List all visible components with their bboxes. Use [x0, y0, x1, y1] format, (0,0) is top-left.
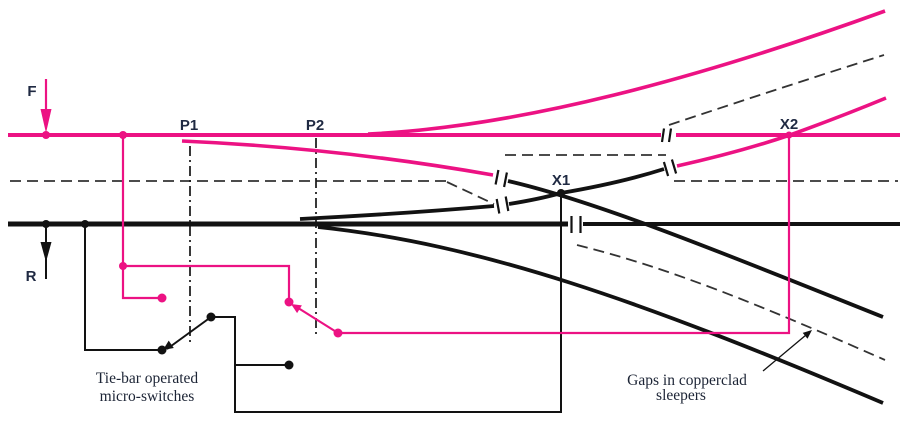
frog-rail-ascending-black	[508, 167, 665, 206]
centerline-lower-branch	[576, 244, 886, 361]
insulating-gaps	[494, 128, 678, 233]
feed-arrowhead-icon	[40, 109, 52, 133]
point-blade-p2-black	[299, 204, 495, 221]
return-tap-dot	[81, 220, 89, 228]
wire-feed-to-switch2-contact	[123, 264, 291, 302]
label-point-p2: P2	[306, 117, 324, 134]
frog-rail-descending-black	[507, 179, 884, 319]
label-crossing-x1: X1	[552, 172, 570, 189]
gaps-annotation-arrow-shaft	[762, 334, 807, 372]
annotation-microswitches-line2: micro-switches	[100, 388, 195, 405]
centerline-diagonal-left	[446, 181, 495, 205]
point-blade-p1-pink	[181, 139, 494, 177]
return-wiring	[40, 193, 562, 413]
gaps-annotation-arrowhead-icon	[802, 330, 812, 339]
switch2-feed-contact-dot	[284, 297, 294, 307]
switch1-return-contact-dot	[157, 345, 167, 355]
wire-feed-to-switch1-contact	[121, 266, 162, 300]
label-point-p1: P1	[180, 117, 198, 134]
crossing-x2-dot	[785, 131, 793, 139]
microswitch2-blade-arrowhead-icon	[291, 304, 302, 314]
centerline-upper-branch	[668, 54, 885, 126]
label-crossing-x2: X2	[780, 116, 798, 133]
diverging-rail-lower-black	[317, 225, 884, 405]
gap-tick	[667, 128, 673, 143]
annotation-microswitches-line1: Tie-bar operated	[96, 370, 199, 387]
crossing-x1-dot	[557, 189, 565, 197]
rails	[8, 9, 900, 405]
switch1-feed-contact-dot	[157, 293, 167, 303]
annotation-gaps-line2: sleepers	[656, 387, 706, 404]
switch2-return-contact-dot	[284, 360, 294, 370]
annotation-gaps-line1: Gaps in copperclad	[627, 372, 747, 389]
switch1-pivot-dot	[206, 312, 216, 322]
junction-dots	[42, 131, 793, 370]
gap-tick	[495, 198, 501, 214]
feed-wiring	[40, 79, 791, 335]
wire-switch1-to-x1	[211, 193, 562, 413]
gap-tick	[494, 169, 500, 185]
diagram-labels: F R P1 P2 X1 X2 Tie-bar operated micro-s…	[26, 83, 799, 405]
wire-switch2-to-x2	[338, 136, 791, 335]
gap-tick	[504, 196, 510, 212]
microswitch1-blade	[166, 316, 212, 350]
gap-tick	[503, 172, 508, 188]
feed-junction-dot	[119, 262, 127, 270]
microswitch2-blade	[294, 305, 339, 334]
annotation-pointer	[762, 330, 812, 372]
gap-tick	[670, 159, 678, 174]
switch2-pivot-dot	[333, 328, 343, 338]
diverging-rail-upper-pink	[367, 9, 886, 136]
wire-return-to-switch1	[84, 224, 162, 351]
feed-tap-dot	[119, 131, 127, 139]
tiebar-lines	[189, 138, 317, 346]
feed-rail-dot	[42, 131, 50, 139]
return-feed-arrowhead-icon	[40, 242, 52, 262]
label-return-r: R	[26, 268, 37, 285]
label-feed-f: F	[27, 83, 36, 100]
return-rail-dot	[42, 220, 50, 228]
track-centerlines	[10, 54, 898, 361]
gap-tick	[662, 161, 670, 177]
gap-tick	[660, 128, 666, 143]
